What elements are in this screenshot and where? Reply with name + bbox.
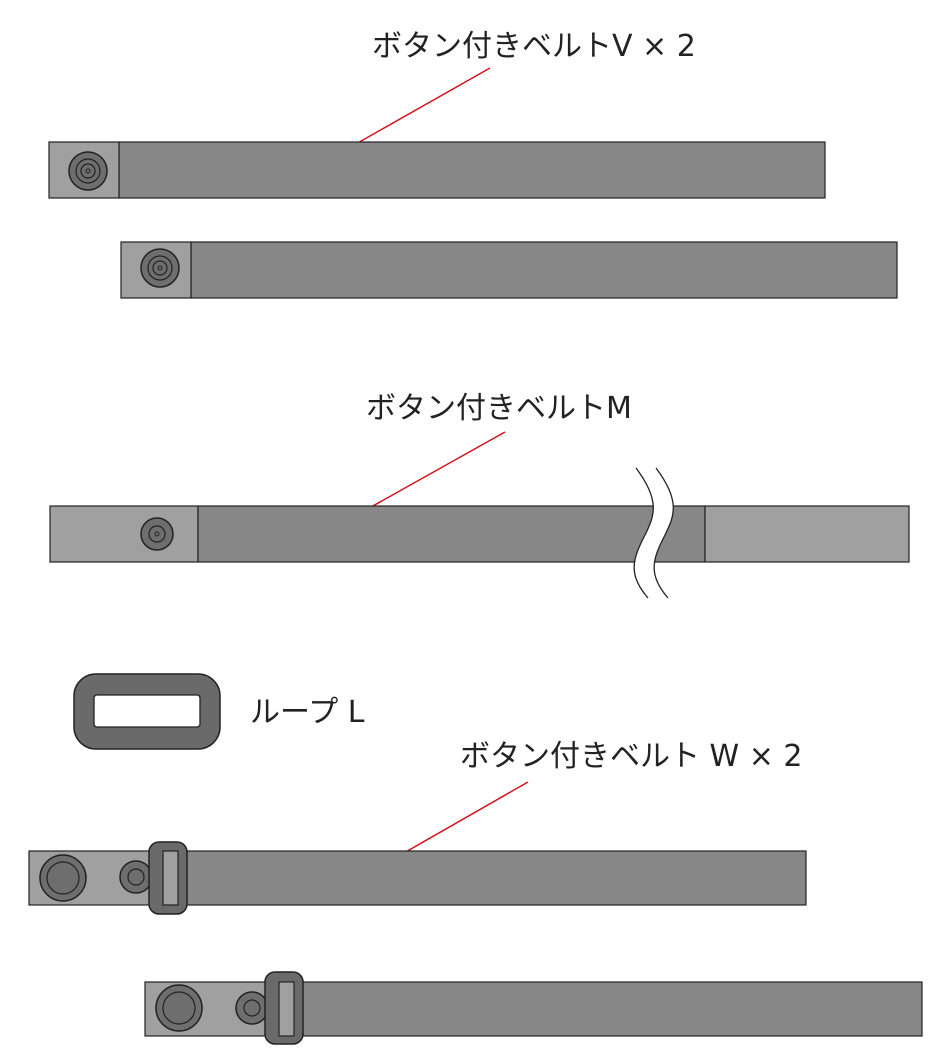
label-loop-l: ループ L — [250, 695, 365, 730]
loop-on-belt — [264, 971, 304, 1045]
button-icon — [39, 854, 153, 902]
label-belt-w: ボタン付きベルト W × 2 — [460, 739, 803, 774]
button-icon — [68, 151, 108, 191]
loop-on-belt — [148, 841, 188, 915]
button-icon — [140, 517, 174, 551]
break-mark-icon — [634, 468, 674, 598]
belt-m — [49, 467, 910, 599]
leader-line-belt-v — [339, 67, 491, 154]
label-belt-v: ボタン付きベルトV × 2 — [372, 29, 696, 64]
belt-w-1 — [28, 841, 807, 915]
belt-v-1 — [48, 141, 826, 199]
belt-v-2 — [120, 241, 898, 299]
label-belt-m: ボタン付きベルトM — [366, 391, 632, 426]
loop-l — [73, 673, 221, 750]
button-icon — [140, 248, 180, 288]
belt-w-2 — [144, 971, 923, 1045]
button-icon — [155, 984, 269, 1032]
leader-line-belt-m — [354, 431, 506, 517]
